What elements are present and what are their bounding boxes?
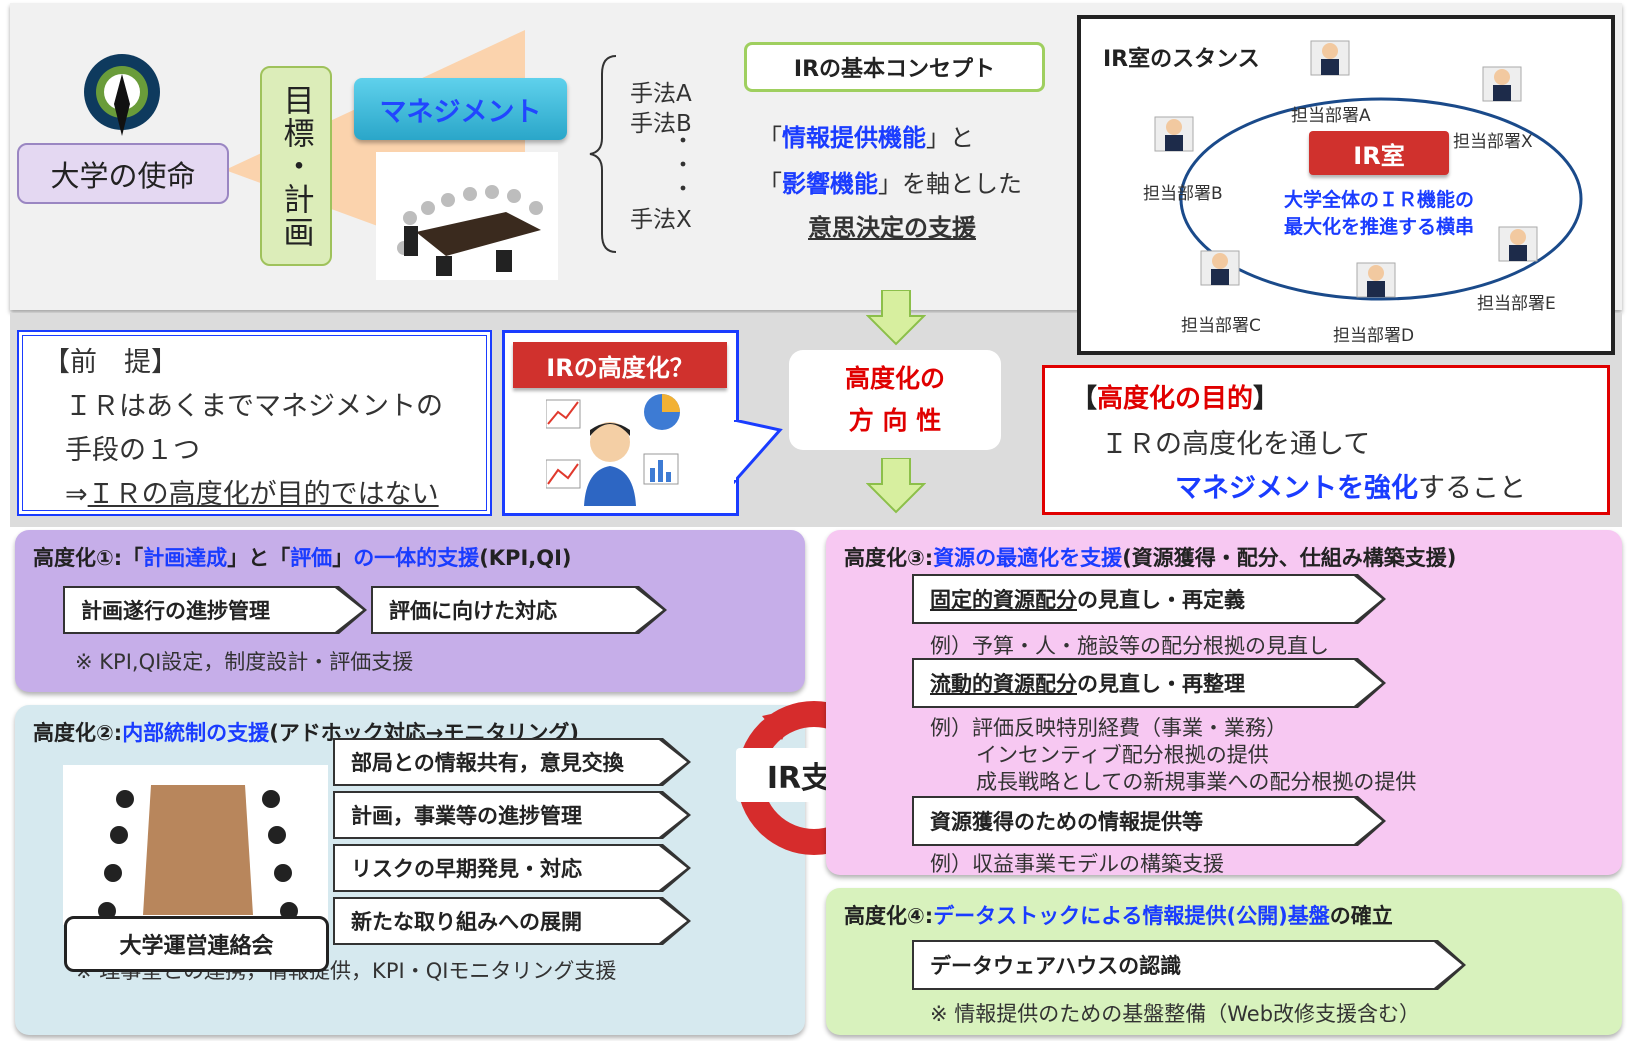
plan-progress-pill: 計画遂行の進捗管理 [65,588,363,632]
section-3-note-2c: 成長戦略としての新規事業への配分根拠の提供 [976,770,1417,794]
new-initiatives-pill: 新たな取り組みへの展開 [335,899,687,943]
ir-advance-label: IRの高度化？ [513,342,727,388]
premise-title: 【前 提】 [43,347,178,378]
purpose-title: 【高度化の目的】 [1071,384,1280,414]
person-icon [1482,66,1522,102]
section-3-note-3: 例）収益事業モデルの構築支援 [930,852,1224,876]
down-arrow-icon [866,458,926,514]
concept-line-3: 意思決定の支援 [808,214,976,242]
section-3-note-1: 例）予算・人・施設等の配分根拠の見直し [930,634,1329,658]
callout-tail [734,420,783,485]
fixed-allocation-pill: 固定的資源配分の見直し・再定義 [914,576,1382,622]
stance-ellipse [1179,97,1583,301]
concept-line-2: 「影響機能」を軸とした [758,170,1022,198]
stance-center-text: 大学全体のＩＲ機能の最大化を推進する横串 [1283,189,1474,238]
dept-e: 担当部署E [1477,294,1556,314]
section-4-note: ※ 情報提供のための基盤整備（Web改修支援含む） [930,1002,1421,1026]
progress-pill: 計画，事業等の進捗管理 [335,793,687,837]
section-4-title: 高度化④:データストックによる情報提供(公開)基盤の確立 [844,904,1393,928]
goals-plans-box: 目標・計画 [260,66,332,266]
direction-box: 高度化の方 向 性 [789,350,1001,450]
ir-stance-panel: IR室のスタンス IR室 大学全体のＩＲ機能の最大化を推進する横串 担当部署A … [1077,15,1615,355]
resource-acquisition-pill: 資源獲得のための情報提供等 [914,798,1382,844]
management-box: マネジメント [354,78,567,140]
section-4: 高度化④:データストックによる情報提供(公開)基盤の確立 データウェアハウスの認… [826,888,1622,1035]
management-council-label: 大学運営連絡会 [64,916,329,972]
dept-c: 担当部署C [1181,316,1261,336]
person-icon [1200,250,1240,286]
fluid-allocation-pill: 流動的資源配分の見直し・再整理 [914,660,1382,706]
section-3-note-2b: インセンティブ配分根拠の提供 [976,743,1269,767]
section-1-title: 高度化①:「計画達成」と「評価」の一体的支援(KPI,QI) [33,546,572,570]
meeting-table-illustration [376,152,558,280]
meeting-illustration [63,765,328,925]
section-3-note-2a: 例）評価反映特別経費（事業・業務） [930,716,1287,740]
dept-d: 担当部署D [1333,326,1415,346]
person-icon [1498,226,1538,262]
person-icon [1310,40,1350,76]
stance-title: IR室のスタンス [1103,47,1260,72]
section-1: 高度化①:「計画達成」と「評価」の一体的支援(KPI,QI) 計画遂行の進捗管理… [15,530,805,692]
purpose-box: 【高度化の目的】 ＩＲの高度化を通して マネジメントを強化すること [1042,365,1610,515]
dept-b: 担当部署B [1143,184,1223,204]
dept-x: 担当部署X [1453,132,1533,152]
premise-line-3: ⇒ＩＲの高度化が目的ではない [65,479,439,510]
methods-brace [589,55,617,253]
section-3: 高度化③:資源の最適化を支援(資源獲得・配分、仕組み構築支援) 固定的資源配分の… [826,530,1622,876]
ellipsis-dots [680,137,686,191]
premise-box: 【前 提】 ＩＲはあくまでマネジメントの 手段の１つ ⇒ＩＲの高度化が目的ではな… [17,330,492,516]
data-warehouse-pill: データウェアハウスの認識 [914,942,1462,988]
down-arrow-icon [866,290,926,346]
section-1-note: ※ KPI,QI設定，制度設計・評価支援 [75,650,414,674]
thinking-person-illustration [546,394,680,506]
person-icon [1154,116,1194,152]
person-icon [1356,262,1396,298]
concept-line-1: 「情報提供機能」と [758,124,974,152]
info-function-text: 情報提供機能 [782,124,926,152]
university-mission-box: 大学の使命 [17,143,229,204]
premise-line-2: 手段の１つ [65,435,200,466]
purpose-line-2: マネジメントを強化すること [1175,473,1526,504]
ir-office-label: IR室 [1309,131,1449,175]
risk-pill: リスクの早期発見・対応 [335,846,687,890]
university-logo-icon [84,54,160,136]
section-3-title: 高度化③:資源の最適化を支援(資源獲得・配分、仕組み構築支援) [844,546,1457,570]
influence-function-text: 影響機能 [782,170,878,198]
evaluation-pill: 評価に向けた対応 [373,588,663,632]
dept-a: 担当部署A [1291,106,1371,126]
ir-concept-label: IRの基本コンセプト [744,42,1045,92]
purpose-line-1: ＩＲの高度化を通して [1101,429,1371,460]
method-x: 手法X [630,207,692,233]
premise-line-1: ＩＲはあくまでマネジメントの [65,391,443,422]
info-sharing-pill: 部局との情報共有，意見交換 [335,740,687,784]
method-b: 手法B [630,111,692,137]
method-a: 手法A [630,81,692,107]
section-2: 高度化②:内部統制の支援(アドホック対応→モニタリング) 部局との情報共有，意見… [15,705,805,1035]
